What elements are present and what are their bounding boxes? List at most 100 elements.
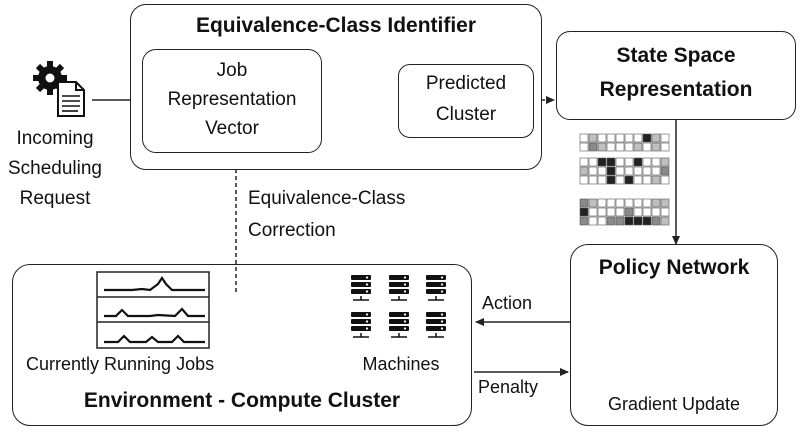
state-grid-cell (633, 157, 643, 167)
running-jobs-label: Currently Running Jobs (26, 354, 215, 374)
predicted-line1: Predicted (425, 73, 507, 94)
state-grid-cell (642, 175, 652, 185)
gear-document-icon (33, 61, 85, 117)
job-vector-line3: Vector (205, 118, 259, 139)
state-grid-cell (642, 142, 652, 152)
state-grid-cell (606, 157, 616, 167)
state-grid-cell (660, 216, 670, 226)
server-rack-icon (351, 275, 446, 338)
state-grid-cell (633, 166, 643, 176)
state-grid-cell (615, 216, 625, 226)
state-grid-cell (579, 133, 589, 143)
state-grid-cell (597, 207, 607, 217)
state-grid-cell (624, 166, 634, 176)
state-grid-cell (624, 216, 634, 226)
correction-line2: Correction (248, 220, 336, 241)
machines-label: Machines (362, 354, 440, 374)
state-space-line1: State Space (616, 44, 736, 67)
state-grid-cell (588, 133, 598, 143)
server-icon (426, 312, 446, 338)
environment-title: Environment - Compute Cluster (83, 389, 401, 412)
state-grid-cell (588, 142, 598, 152)
job-vector-line2: Representation (167, 89, 297, 110)
server-icon (426, 275, 446, 301)
state-grid-cell (597, 142, 607, 152)
server-icon (351, 275, 371, 301)
job-trace-1 (104, 276, 205, 292)
state-grid-cell (651, 142, 661, 152)
state-grid-cell (579, 207, 589, 217)
state-grid-cell (579, 157, 589, 167)
job-vector-line1: Job (216, 60, 248, 81)
state-space-line2: Representation (599, 78, 753, 101)
state-grid-cell (624, 142, 634, 152)
state-grid-cell (651, 157, 661, 167)
gradient-update-label: Gradient Update (607, 394, 741, 414)
state-grid-cell (597, 133, 607, 143)
state-grid-cell (597, 175, 607, 185)
identifier-title: Equivalence-Class Identifier (195, 14, 477, 37)
state-grid-cell (633, 207, 643, 217)
incoming-line1: Incoming (16, 128, 94, 149)
state-grid-cell (660, 198, 670, 208)
state-grid-cell (615, 198, 625, 208)
server-icon (389, 312, 409, 338)
incoming-line3: Request (19, 188, 91, 209)
state-grid-cell (642, 207, 652, 217)
state-grid-cell (624, 157, 634, 167)
state-grid-cell (642, 166, 652, 176)
state-grid-cell (597, 157, 607, 167)
state-grid-cell (642, 216, 652, 226)
state-grid-cell (606, 216, 616, 226)
state-grid-cell (606, 142, 616, 152)
job-trace-3 (104, 334, 205, 344)
state-grid-cell (615, 175, 625, 185)
state-grid-cell (633, 142, 643, 152)
penalty-label: Penalty (478, 377, 539, 397)
state-grid-cell (615, 157, 625, 167)
state-grid-cell (579, 175, 589, 185)
state-grid-cell (579, 216, 589, 226)
state-grid-cell (606, 198, 616, 208)
state-grid-cell (651, 166, 661, 176)
state-grid-cell (615, 142, 625, 152)
state-grid-cell (597, 198, 607, 208)
state-grid-cell (588, 198, 598, 208)
state-grid-cell (597, 216, 607, 226)
server-icon (351, 312, 371, 338)
state-grid-cell (606, 175, 616, 185)
state-grid-cell (660, 175, 670, 185)
state-grid-cell (624, 207, 634, 217)
state-grid-cell (624, 175, 634, 185)
state-grid-cell (588, 166, 598, 176)
state-grid-cell (606, 207, 616, 217)
grid-matrix-icon (579, 133, 670, 226)
state-grid-cell (660, 157, 670, 167)
state-grid-cell (606, 133, 616, 143)
state-grid-cell (588, 157, 598, 167)
correction-line1: Equivalence-Class (248, 188, 406, 209)
policy-title: Policy Network (598, 256, 750, 279)
state-grid-cell (597, 166, 607, 176)
state-grid-cell (633, 216, 643, 226)
state-grid-cell (579, 166, 589, 176)
state-grid-cell (615, 166, 625, 176)
state-grid-cell (651, 133, 661, 143)
action-label: Action (482, 293, 533, 313)
state-space-box (556, 31, 796, 120)
server-icon (389, 275, 409, 301)
state-grid-cell (615, 133, 625, 143)
state-grid-cell (588, 207, 598, 217)
state-grid-cell (606, 166, 616, 176)
state-grid-cell (651, 216, 661, 226)
state-grid-cell (579, 142, 589, 152)
state-grid-cell (660, 142, 670, 152)
state-grid-cell (651, 207, 661, 217)
job-trace-2 (104, 307, 205, 318)
environment-box (12, 264, 472, 426)
running-jobs-panel (96, 271, 210, 349)
job-representation-box (142, 49, 322, 153)
state-grid-cell (660, 166, 670, 176)
incoming-line2: Scheduling (7, 158, 103, 179)
